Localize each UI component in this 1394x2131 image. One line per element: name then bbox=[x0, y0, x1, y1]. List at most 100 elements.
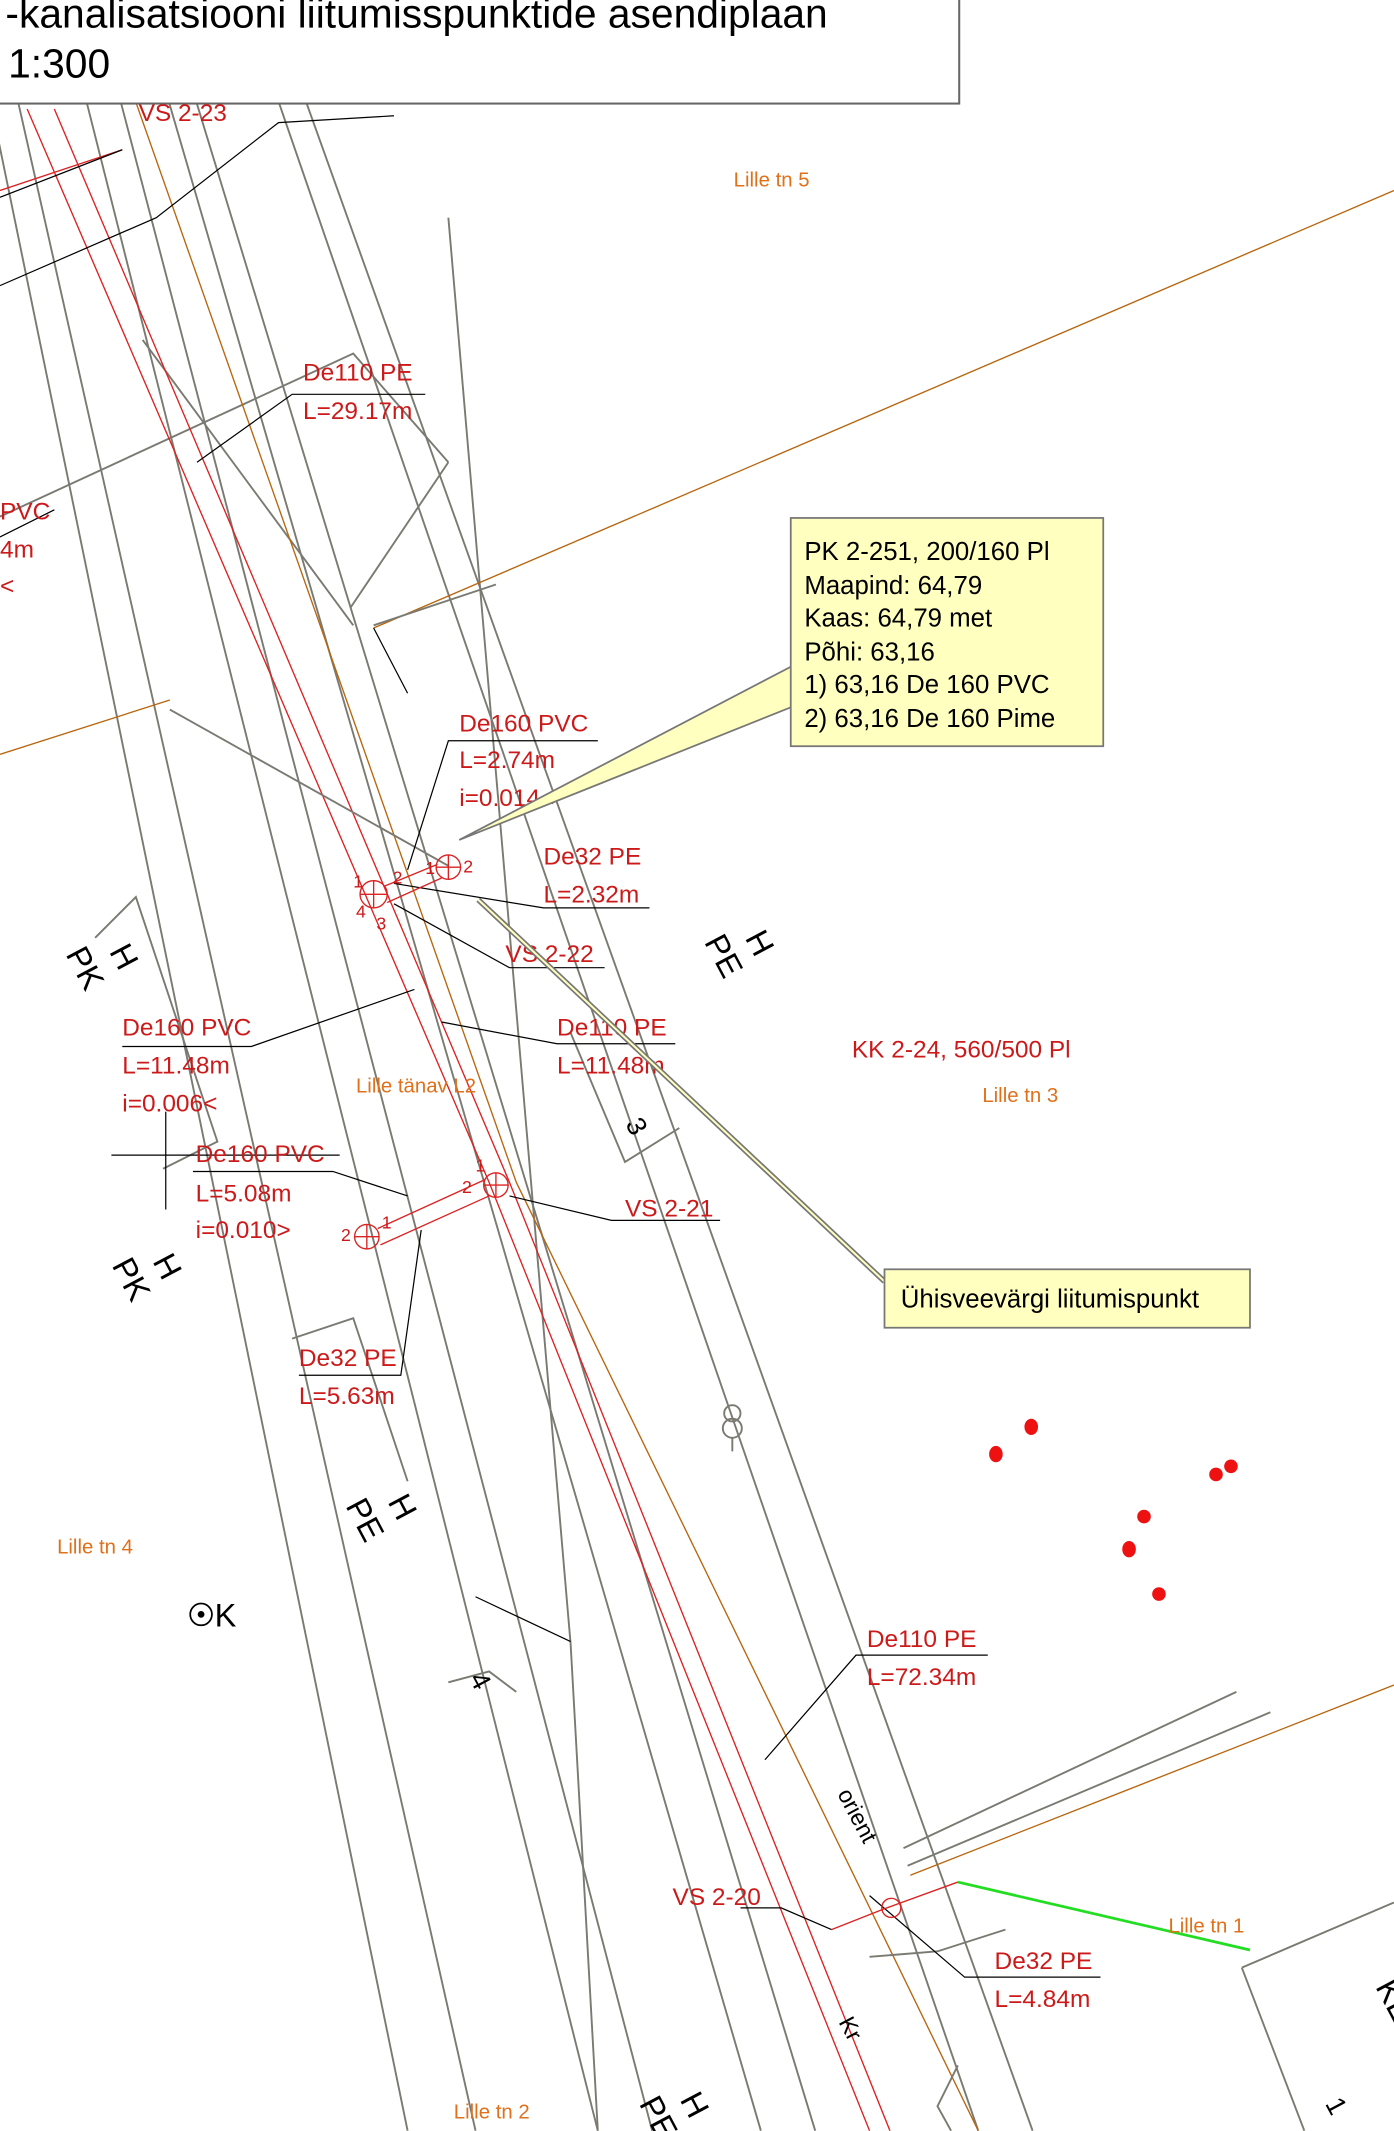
leader-line bbox=[869, 1895, 1101, 1978]
label-length: L=5.08m bbox=[196, 1180, 292, 1207]
leader-line bbox=[122, 988, 415, 1048]
address-label: Lille tn 4 bbox=[57, 1536, 133, 1558]
mark-ke: KE bbox=[1369, 1973, 1394, 2029]
k-point-symbol bbox=[189, 1602, 213, 1627]
label-length: L=2.32m bbox=[543, 881, 639, 908]
leader-line bbox=[393, 903, 605, 969]
pipe-labels: VS 2-23 De110 PE L=29.17m PVC 4m < De160… bbox=[0, 100, 1092, 2013]
manhole-symbol-vs222 bbox=[359, 854, 462, 909]
mark-pk: PK bbox=[59, 940, 112, 996]
mark-orient: orient bbox=[833, 1784, 883, 1848]
label-pipe: De32 PE bbox=[995, 1948, 1093, 1975]
plot-boundary-line bbox=[569, 1032, 680, 1164]
map-linework bbox=[0, 81, 1394, 2131]
label-vs-2-21: VS 2-21 bbox=[625, 1195, 713, 1222]
mark-pk: PK bbox=[105, 1251, 158, 1307]
mark-pe: PE bbox=[698, 928, 751, 984]
leader-line bbox=[509, 1195, 721, 1222]
plot-boundary-line bbox=[1240, 1967, 1306, 2131]
leader-line bbox=[298, 1229, 422, 1376]
callout-line: Põhi: 63,16 bbox=[804, 639, 935, 667]
tree-icon bbox=[721, 1404, 743, 1452]
plot-boundary-line bbox=[0, 352, 450, 518]
plot-boundary-line bbox=[448, 1670, 517, 1693]
address-label: Lille tänav L2 bbox=[356, 1076, 476, 1098]
green-boundary-line bbox=[957, 1880, 1251, 1952]
mark-h: H bbox=[103, 937, 147, 975]
label-vs-2-20: VS 2-20 bbox=[673, 1884, 761, 1911]
label-length: L=29.17m bbox=[303, 398, 412, 425]
plot-boundary-line bbox=[903, 1690, 1237, 1849]
address-label: Lille tn 5 bbox=[734, 169, 810, 191]
leader-line bbox=[475, 1596, 571, 1643]
title-box bbox=[0, 0, 961, 105]
drawing-title: -kanalisatsiooni liitumisspunktide asend… bbox=[5, 0, 827, 36]
label-length: L=72.34m bbox=[867, 1664, 976, 1691]
street-edge-line bbox=[141, 339, 355, 626]
leader-line bbox=[0, 509, 55, 538]
callout-manhole-pk-2-251: PK 2-251, 200/160 Pl Maapind: 64,79 Kaas… bbox=[458, 517, 1105, 841]
label-pipe: De32 PE bbox=[543, 843, 641, 870]
label-pipe: De160 PVC bbox=[122, 1015, 251, 1042]
leader-line bbox=[393, 882, 650, 909]
plot-boundary-line bbox=[869, 1928, 1006, 1958]
leader-line bbox=[0, 115, 395, 287]
node-num: 1 bbox=[382, 1213, 392, 1233]
address-label: Lille tn 2 bbox=[454, 2101, 530, 2123]
manhole-symbol-vs221 bbox=[353, 1172, 509, 1250]
plot-boundary-line bbox=[373, 583, 497, 627]
mark-k: K bbox=[215, 1597, 237, 1634]
node-num: 2 bbox=[462, 1177, 472, 1197]
label-pipe: De32 PE bbox=[299, 1345, 397, 1372]
leader-line bbox=[0, 149, 123, 198]
plot-boundary-line bbox=[291, 1317, 409, 1482]
street-edge-line bbox=[270, 81, 980, 2131]
node-num: 1 bbox=[425, 858, 435, 878]
callout-line: 2) 63,16 De 160 Pime bbox=[804, 705, 1055, 733]
label-vs-2-23: VS 2-23 bbox=[139, 100, 227, 127]
node-num: 1 bbox=[476, 1155, 486, 1175]
label-pipe: PVC bbox=[0, 498, 50, 525]
property-boundary-line bbox=[0, 699, 171, 756]
address-labels: Lille tn 5 Lille tn 3 Lille tänav L2 Lil… bbox=[57, 169, 1244, 2123]
callout-water-text: Ühisveevärgi liitumispunkt bbox=[901, 1285, 1199, 1313]
plot-boundary-line bbox=[1241, 1901, 1394, 1969]
plot-boundary-line bbox=[169, 708, 449, 867]
street-edge-line bbox=[162, 81, 762, 2131]
property-boundary-line bbox=[910, 1684, 1394, 1876]
water-pipe-line bbox=[53, 108, 891, 2131]
red-point-markers bbox=[989, 1418, 1238, 1601]
street-edge-line bbox=[12, 81, 477, 2131]
leader-line bbox=[196, 393, 426, 463]
label-length: L=4.84m bbox=[995, 1986, 1091, 2013]
street-edge-line bbox=[0, 143, 409, 2131]
leader-line bbox=[764, 1654, 988, 1761]
leader-line bbox=[407, 740, 598, 871]
property-boundary-line bbox=[373, 189, 1394, 629]
map-marks: H PK H PE H PK H PE H PE 3 4 1 orient Kr… bbox=[59, 924, 1394, 2131]
node-num: 4 bbox=[356, 901, 366, 921]
label-length: 4m bbox=[0, 536, 34, 563]
label-kk-2-24: KK 2-24, 560/500 Pl bbox=[852, 1036, 1071, 1063]
mark-pe: PE bbox=[339, 1492, 392, 1548]
water-pipe-line bbox=[0, 149, 123, 192]
street-edge-line bbox=[298, 81, 1034, 2131]
label-slope: i=0.006< bbox=[122, 1091, 217, 1118]
label-length: L=11.48m bbox=[122, 1053, 230, 1080]
label-length: L=2.74m bbox=[459, 747, 555, 774]
node-num: 2 bbox=[341, 1225, 351, 1245]
node-num: 1 bbox=[353, 872, 363, 892]
leader-line bbox=[740, 1907, 832, 1931]
label-pipe: De110 PE bbox=[867, 1626, 977, 1653]
label-length: L=5.63m bbox=[299, 1383, 395, 1410]
callout-line: 1) 63,16 De 160 PVC bbox=[804, 671, 1049, 699]
node-numbers: 1 2 3 4 1 2 1 2 1 2 bbox=[341, 857, 485, 1245]
street-edge-line bbox=[447, 217, 599, 2131]
label-pipe: De110 PE bbox=[303, 360, 413, 387]
mark-kr: Kr bbox=[834, 2012, 868, 2045]
label-pipe: De160 PVC bbox=[459, 710, 588, 737]
callout-line: Maapind: 64,79 bbox=[804, 572, 982, 600]
node-num: 2 bbox=[463, 857, 473, 877]
label-pipe: De160 PVC bbox=[196, 1141, 325, 1168]
callout-line: PK 2-251, 200/160 Pl bbox=[804, 538, 1049, 566]
